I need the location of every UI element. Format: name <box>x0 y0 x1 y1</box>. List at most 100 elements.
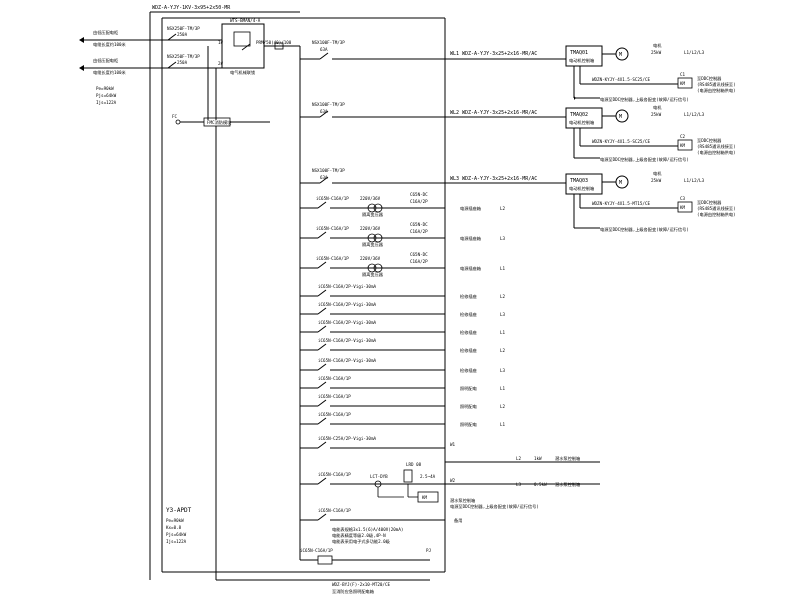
branch-11: iC65N-C16A/1P 照明配电 L1 <box>300 412 506 428</box>
svg-text:潜水泵控制箱: 潜水泵控制箱 <box>450 497 475 504</box>
svg-text:电机: 电机 <box>653 42 662 49</box>
panel-param-4: Ijs=122A <box>166 539 187 544</box>
svg-text:iC65N-C16A/1P: iC65N-C16A/1P <box>318 376 351 381</box>
branch-09: iC65N-C16A/1P 照明配电 L1 <box>300 376 506 392</box>
svg-text:iC65N-C16A/1P: iC65N-C16A/1P <box>316 256 349 261</box>
branch-06: iC65N-C16A/2P-Vigi-30mA 检修插座 L1 <box>300 320 506 336</box>
svg-text:iC65N-C16A/2P-Vigi-30mA: iC65N-C16A/2P-Vigi-30mA <box>318 338 376 343</box>
svg-text:iC65N-C25A/2P-Vigi-30mA: iC65N-C25A/2P-Vigi-30mA <box>318 436 376 441</box>
svg-text:2#: 2# <box>218 61 224 66</box>
svg-text:L3: L3 <box>516 482 522 487</box>
svg-text:iC65N-C16A/1P: iC65N-C16A/1P <box>316 196 349 201</box>
svg-text:25kW: 25kW <box>651 50 662 55</box>
svg-text:至DDC控制器: 至DDC控制器 <box>697 137 722 144</box>
svg-text:25kW: 25kW <box>651 112 662 117</box>
svg-text:KM: KM <box>680 143 686 148</box>
svg-text:L2: L2 <box>500 294 506 299</box>
svg-text:电动机控制箱: 电动机控制箱 <box>569 57 594 64</box>
motor-symbol-2 <box>615 109 629 123</box>
svg-text:L1: L1 <box>500 330 506 335</box>
pump-controller: LCT-DYB LRD 08 2.5~4A KM 潜水泵控制箱 电源至DDC控制… <box>370 462 539 510</box>
svg-text:C16A/2P: C16A/2P <box>410 199 428 204</box>
svg-text:2.5~4A: 2.5~4A <box>420 474 436 479</box>
svg-text:检修插座: 检修插座 <box>460 347 477 354</box>
svg-text:250A: 250A <box>177 60 188 65</box>
svg-text:0.5kW: 0.5kW <box>534 482 547 487</box>
svg-text:L1/L2/L3: L1/L2/L3 <box>684 112 705 117</box>
svg-text:电源至DDC控制器,上级各配变(故障/运行信号): 电源至DDC控制器,上级各配变(故障/运行信号) <box>450 503 539 510</box>
branch-02: iC65N-C16A/1P 220V/36V 隔离变压器 C65N-DC C16… <box>300 222 506 248</box>
top-cable-label: WDZ-A-YJY-1KV-3x95+2x50-MR <box>152 5 231 11</box>
motor-feeder-1: NSX100F-TM/3P 63A WL1 WDZ-A-YJY-3x25+2x1… <box>300 40 736 103</box>
branch-10: iC65N-C16A/1P 照明配电 L2 <box>300 394 506 410</box>
svg-text:WDZ-A-YJY-3x25+2x16-MR/AC: WDZ-A-YJY-3x25+2x16-MR/AC <box>462 110 537 116</box>
motor-feeder-2: NSX100F-TM/3P 63A WL2 WDZ-A-YJY-3x25+2x1… <box>300 102 736 163</box>
svg-text:KM: KM <box>422 495 428 500</box>
svg-text:潜水泵控制箱: 潜水泵控制箱 <box>555 455 580 462</box>
branch-12: iC65N-C25A/2P-Vigi-30mA W1 L2 1kW 潜水泵控制箱 <box>300 436 600 463</box>
svg-text:WL3: WL3 <box>450 176 459 182</box>
svg-text:检修插座: 检修插座 <box>460 293 477 300</box>
svg-text:电机: 电机 <box>653 104 662 111</box>
svg-text:WDZN-KYJY-4X1.5-SC25/CE: WDZN-KYJY-4X1.5-SC25/CE <box>592 77 650 82</box>
svg-text:L1/L2/L3: L1/L2/L3 <box>684 50 705 55</box>
svg-text:L2: L2 <box>500 206 506 211</box>
svg-text:63A: 63A <box>320 175 328 180</box>
svg-text:PJ: PJ <box>426 548 431 553</box>
svg-text:iC65N-C16A/2P-Vigi-30mA: iC65N-C16A/2P-Vigi-30mA <box>318 320 376 325</box>
svg-text:iC65N-C16A/1P: iC65N-C16A/1P <box>300 548 333 553</box>
svg-text:NSX100F-TM/3P: NSX100F-TM/3P <box>312 168 345 173</box>
svg-text:电缆长度约100米: 电缆长度约100米 <box>93 69 127 76</box>
svg-text:(电源由控制箱供电): (电源由控制箱供电) <box>697 211 736 218</box>
svg-text:W1: W1 <box>450 442 456 447</box>
svg-text:L1: L1 <box>500 422 506 427</box>
panel-param-2: Kx=0.8 <box>166 525 182 530</box>
panel-param-1: Pe=90kW <box>166 518 184 523</box>
svg-text:WDZN-KYJY-4X1.5-MT15/CE: WDZN-KYJY-4X1.5-MT15/CE <box>592 201 650 206</box>
svg-text:电机: 电机 <box>653 170 662 177</box>
svg-text:备用: 备用 <box>454 517 462 524</box>
svg-text:iC65N-C16A/2P-Vigi-30mA: iC65N-C16A/2P-Vigi-30mA <box>318 284 376 289</box>
branch-14: iC65N-C16A/1P 备用 <box>300 508 462 524</box>
svg-text:63A: 63A <box>320 47 328 52</box>
fc-label: FC <box>172 114 178 119</box>
svg-text:(RS485通讯线接至): (RS485通讯线接至) <box>697 205 736 212</box>
incoming-feeder-2: 由低压配电柜 电缆长度约100米 NSX250F-TM/3P 250A <box>79 54 222 76</box>
svg-text:电源插座箱: 电源插座箱 <box>460 235 481 242</box>
svg-text:NSX250F-TM/3P: NSX250F-TM/3P <box>167 26 200 31</box>
svg-text:NSX100F-TM/3P: NSX100F-TM/3P <box>312 40 345 45</box>
fc-terminal <box>175 119 181 125</box>
svg-text:TMAQ02: TMAQ02 <box>570 112 588 118</box>
svg-text:220V/36V: 220V/36V <box>360 196 381 201</box>
svg-text:照明配电: 照明配电 <box>460 421 478 428</box>
svg-text:iC65N-C16A/2P-Vigi-30mA: iC65N-C16A/2P-Vigi-30mA <box>318 358 376 363</box>
svg-text:WTS-BMAN/4-A: WTS-BMAN/4-A <box>230 18 261 23</box>
motor-control-box-3 <box>565 173 603 195</box>
svg-text:至DDC控制器: 至DDC控制器 <box>697 75 722 82</box>
svg-text:电气机械联锁: 电气机械联锁 <box>230 69 256 76</box>
spd-symbol <box>274 42 284 50</box>
svg-text:1kW: 1kW <box>534 456 542 461</box>
svg-text:由低压配电柜: 由低压配电柜 <box>93 29 118 36</box>
svg-text:检修插座: 检修插座 <box>460 329 477 336</box>
svg-text:WDZ-A-YJY-3x25+2x16-MR/AC: WDZ-A-YJY-3x25+2x16-MR/AC <box>462 176 537 182</box>
meter-note-1: 电能表规格3x1.5(6)A/400V(20mA) <box>332 526 403 533</box>
svg-text:(电源由控制箱供电): (电源由控制箱供电) <box>697 87 736 94</box>
svg-text:照明配电: 照明配电 <box>460 403 478 410</box>
svg-text:电动机控制箱: 电动机控制箱 <box>569 185 594 192</box>
svg-text:C65N-DC: C65N-DC <box>410 252 428 257</box>
ats-switch: WTS-BMAN/4-A 1# 2# 电气机械联锁 <box>218 18 265 76</box>
motor-control-box-1 <box>565 45 603 67</box>
motor-symbol-3 <box>615 175 629 189</box>
meter-note-2: 电能表精度等级2.0级,4P-N <box>332 532 386 539</box>
incoming-feeder-1: 由低压配电柜 电缆长度约100米 NSX250F-TM/3P 250A <box>79 26 222 48</box>
svg-text:潜水泵控制箱: 潜水泵控制箱 <box>555 481 580 488</box>
svg-text:NSX100F-TM/3P: NSX100F-TM/3P <box>312 102 345 107</box>
spd-label: PRM/50(40)/100 <box>256 40 292 45</box>
svg-text:M: M <box>619 180 622 186</box>
svg-text:iC65N-C16A/1P: iC65N-C16A/1P <box>318 412 351 417</box>
svg-text:LRD 08: LRD 08 <box>406 462 422 467</box>
meter-note-3: 电能表采用电子式多功能2.0级 <box>332 538 391 545</box>
branch-07: iC65N-C16A/2P-Vigi-30mA 检修插座 L2 <box>300 338 506 354</box>
panel-param-3: Pjs=64kW <box>166 532 187 537</box>
